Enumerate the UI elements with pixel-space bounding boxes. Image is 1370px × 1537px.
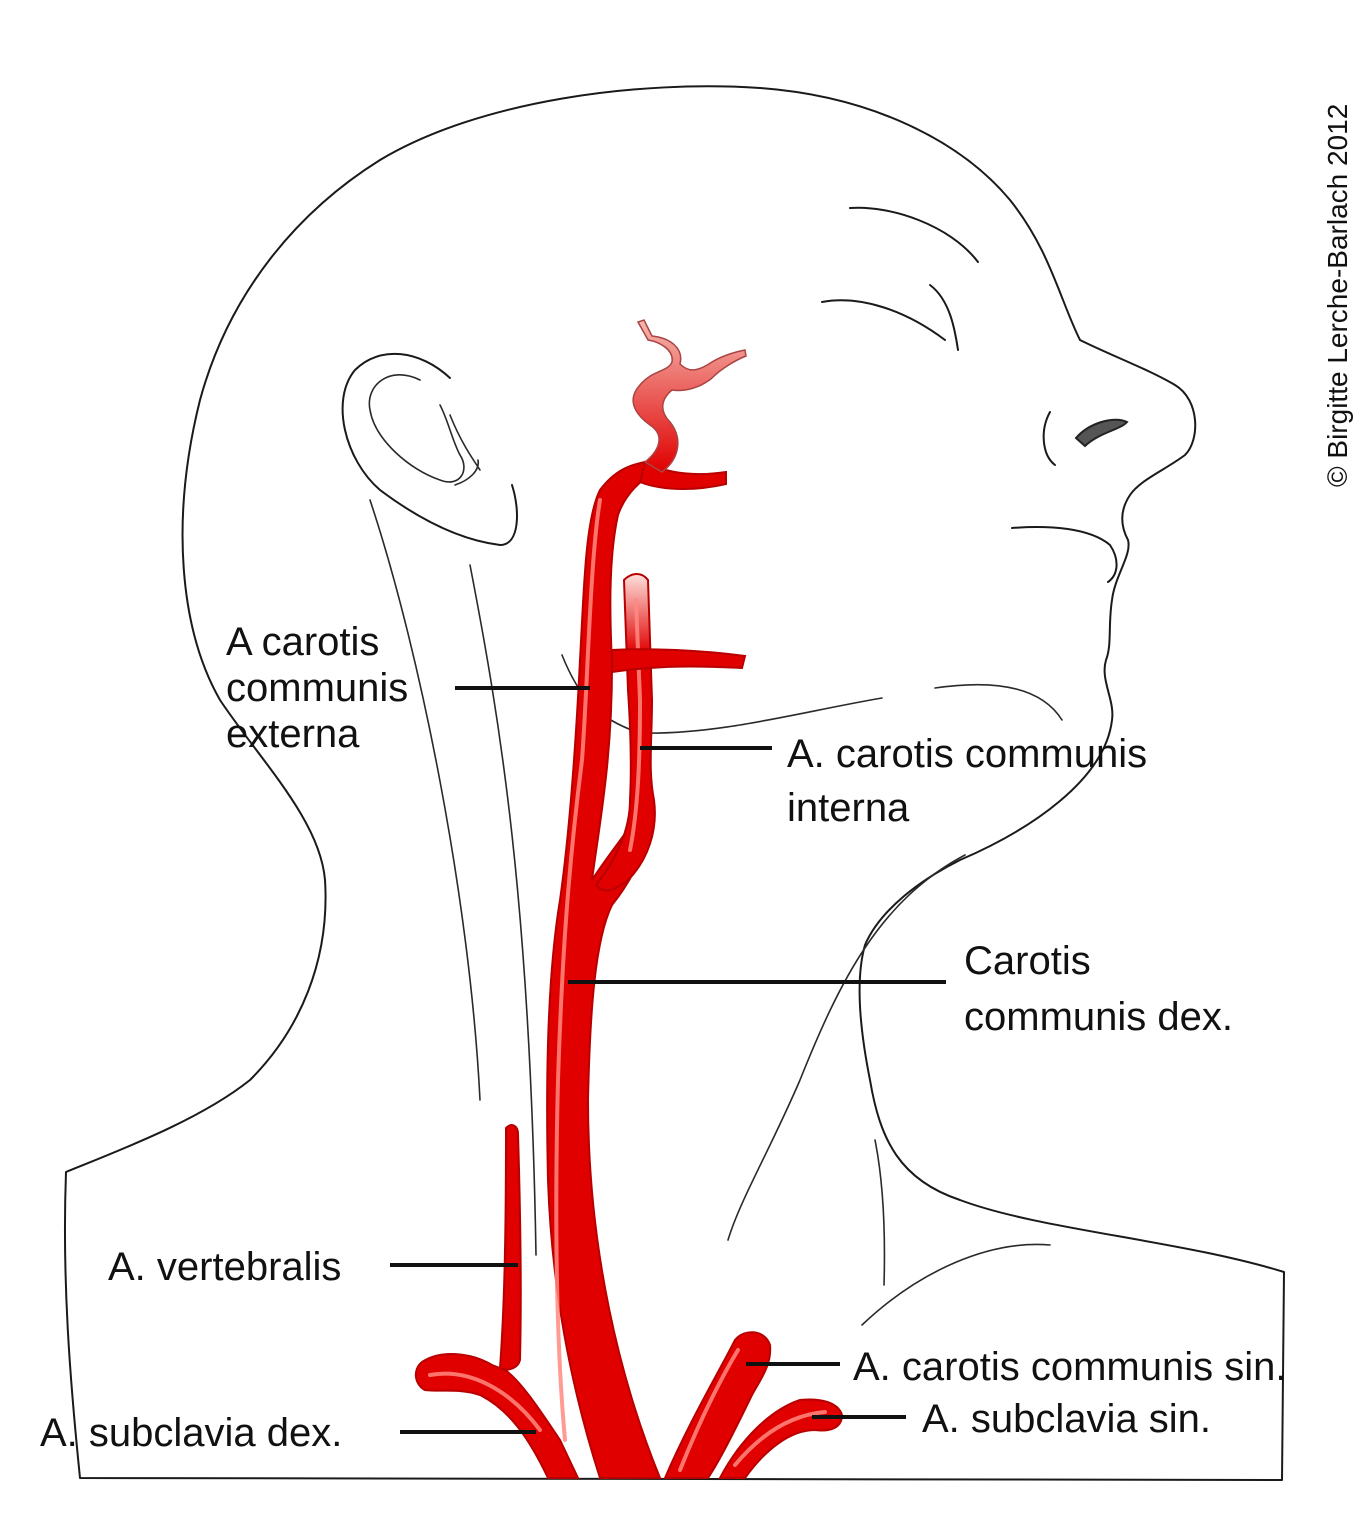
internal-carotid-highlight — [628, 598, 643, 852]
subclavian-dex-highlight — [428, 1371, 542, 1432]
label-subclavian-sin: A. subclavia sin. — [922, 1397, 1211, 1441]
label-common-carotid-sin: A. carotis communis sin. — [853, 1345, 1286, 1389]
brow-line — [849, 206, 979, 263]
label-common-carotid-dex-line-1: Carotis — [964, 939, 1091, 983]
common-carotid-sin-highlight — [678, 1348, 740, 1472]
facial-branch-vessel — [611, 648, 747, 674]
ear-outline — [341, 352, 518, 546]
subclavian-dex-vessel — [414, 1353, 580, 1479]
ear-inner — [368, 374, 465, 483]
neck-line-back-2 — [469, 564, 537, 1256]
neck-line-back-1 — [369, 499, 481, 1101]
label-int-carotid: A. carotis communis interna — [787, 732, 1158, 830]
label-int-carotid-line-2: interna — [787, 786, 910, 830]
common-carotid-highlight — [554, 498, 602, 1442]
eye-lid — [929, 284, 959, 351]
common-carotid-dex-vessel — [546, 460, 662, 1479]
label-common-carotid-dex: Carotis communis dex. — [964, 939, 1233, 1039]
label-ext-carotid-line-3: externa — [226, 712, 360, 756]
head-silhouette — [63, 85, 1285, 1481]
subclavian-sin-highlight — [733, 1410, 827, 1467]
label-ext-carotid-line-1: A carotis — [226, 620, 379, 664]
sternocleido-line — [874, 1139, 886, 1286]
ear-inner-detail — [449, 414, 481, 486]
copyright-text: © Birgitte Lerche-Barlach 2012 — [1322, 104, 1353, 487]
label-vertebral: A. vertebralis — [108, 1245, 341, 1289]
temporal-branch-vessel — [632, 319, 747, 473]
label-ext-carotid: A carotis communis externa — [226, 620, 419, 756]
mouth-line — [1011, 526, 1118, 583]
label-common-carotid-dex-line-2: communis dex. — [964, 995, 1233, 1039]
chin-line — [934, 683, 1063, 721]
nose-outline — [1042, 411, 1056, 466]
label-int-carotid-line-1: A. carotis communis — [787, 732, 1147, 776]
clavicle-line — [861, 1243, 1051, 1326]
vertebral-artery-vessel — [498, 1124, 522, 1371]
label-subclavian-dex: A. subclavia dex. — [40, 1411, 342, 1455]
label-ext-carotid-line-2: communis — [226, 666, 408, 710]
nostril — [1074, 418, 1129, 448]
neck-front-line — [727, 854, 966, 1241]
eye-upper — [821, 299, 946, 341]
